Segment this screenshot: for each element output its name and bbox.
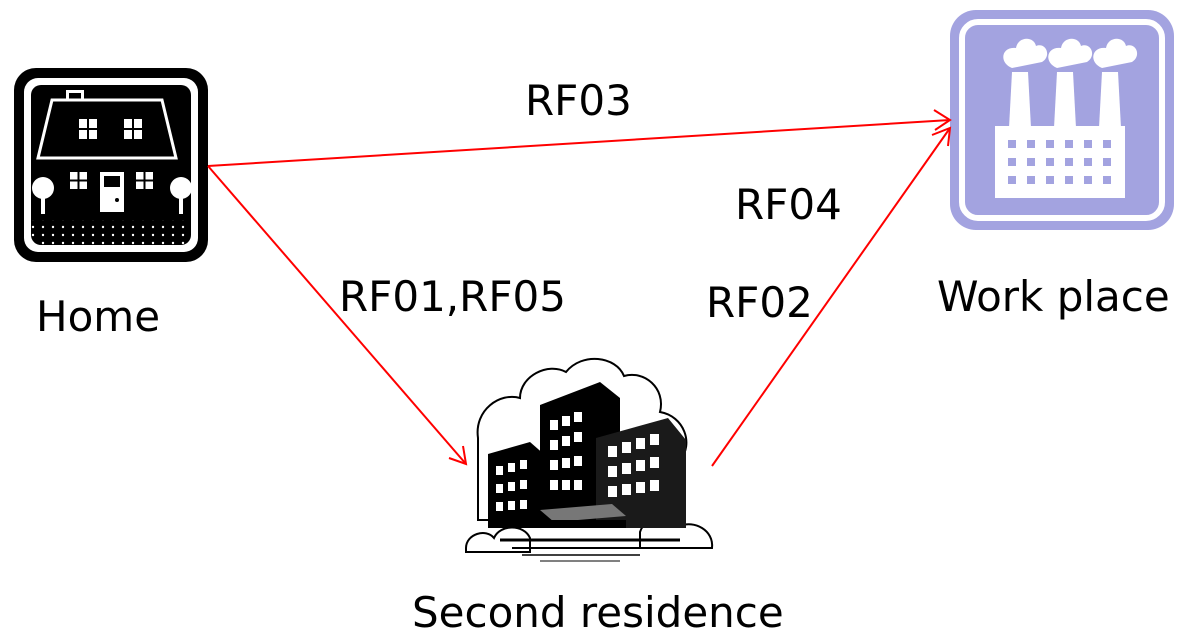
edge-label-rf01-rf05: RF01,RF05 <box>339 272 566 321</box>
edge-label-rf04: RF04 <box>735 180 842 229</box>
edge-label-rf03: RF03 <box>525 76 632 125</box>
home-label: Home <box>36 292 161 341</box>
edge-label-rf02: RF02 <box>706 278 813 327</box>
arrow-second-to-work <box>711 126 952 467</box>
house-icon <box>14 68 208 262</box>
arrow-home-to-work <box>207 109 952 167</box>
arrow-home-to-second <box>207 165 468 466</box>
factory-icon <box>950 10 1174 230</box>
work-place-label: Work place <box>937 272 1170 321</box>
office-buildings-icon <box>465 358 714 562</box>
second-residence-label: Second residence <box>412 588 784 637</box>
